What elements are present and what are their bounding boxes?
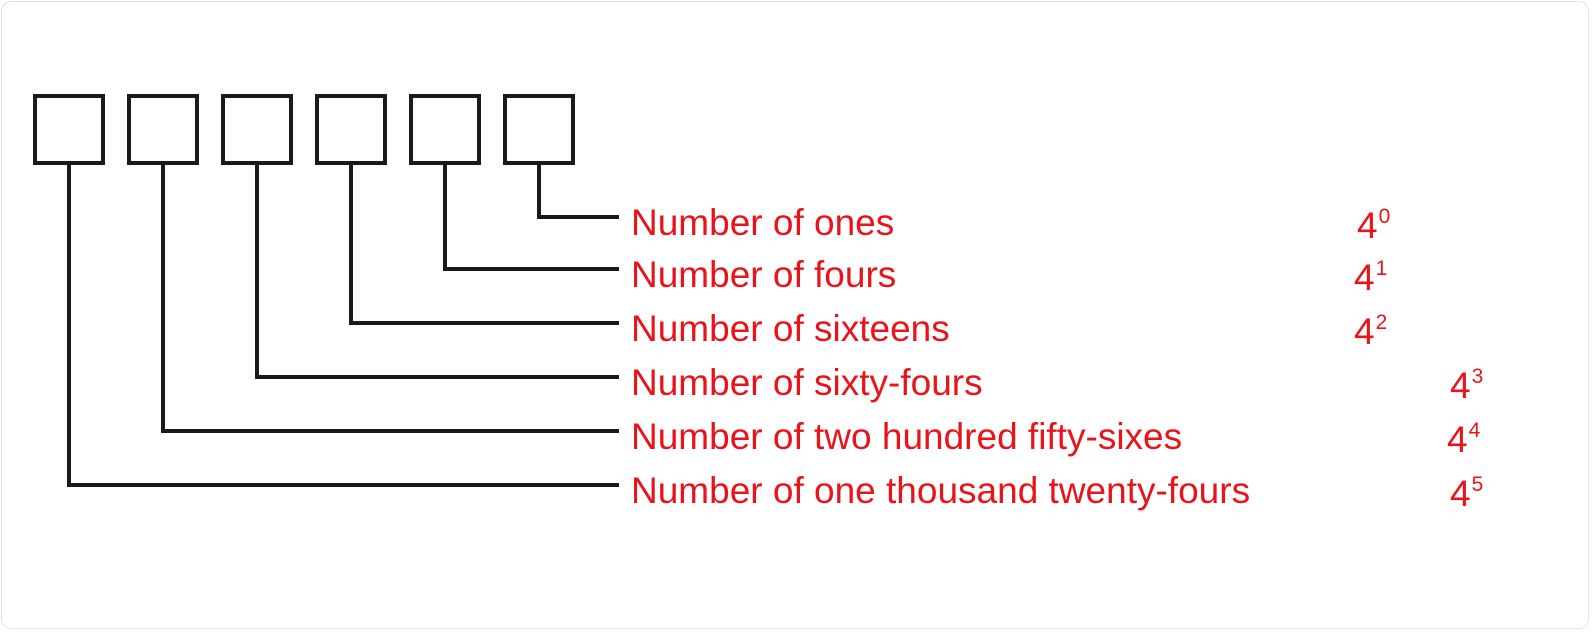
power-exponent: 1	[1375, 257, 1388, 280]
digit-box-4	[315, 94, 387, 165]
place-power-3: 42	[1354, 311, 1388, 352]
power-exponent: 2	[1375, 311, 1388, 334]
place-power-1: 40	[1357, 205, 1391, 246]
power-base: 4	[1450, 473, 1471, 514]
place-power-6: 45	[1450, 473, 1484, 514]
place-label-5: Number of two hundred fifty-sixes	[631, 416, 1183, 457]
digit-box-1	[33, 94, 105, 165]
digit-box-2	[127, 94, 199, 165]
connector-line-1	[537, 163, 619, 219]
place-label-3: Number of sixteens	[631, 308, 950, 349]
place-power-5: 44	[1447, 419, 1481, 460]
connector-line-4	[255, 163, 619, 379]
place-label-4: Number of sixty-fours	[631, 362, 983, 403]
place-label-1: Number of ones	[631, 202, 895, 243]
power-base: 4	[1450, 365, 1471, 406]
place-power-4: 43	[1450, 365, 1484, 406]
power-exponent: 4	[1468, 419, 1481, 442]
power-base: 4	[1447, 419, 1468, 460]
place-label-6: Number of one thousand twenty-fours	[631, 470, 1251, 511]
power-exponent: 5	[1471, 473, 1484, 496]
power-exponent: 3	[1471, 365, 1484, 388]
connector-line-2	[443, 163, 619, 271]
power-base: 4	[1357, 205, 1378, 246]
digit-box-5	[409, 94, 481, 165]
power-base: 4	[1354, 311, 1375, 352]
place-power-2: 41	[1354, 257, 1388, 298]
power-exponent: 0	[1378, 205, 1391, 228]
digit-box-3	[221, 94, 293, 165]
connector-line-5	[161, 163, 619, 433]
digit-boxes	[33, 94, 575, 165]
place-label-2: Number of fours	[631, 254, 897, 295]
connector-lines	[67, 163, 619, 487]
connector-line-6	[67, 163, 619, 487]
digit-box-6	[503, 94, 575, 165]
connector-line-3	[349, 163, 619, 325]
power-base: 4	[1354, 257, 1375, 298]
